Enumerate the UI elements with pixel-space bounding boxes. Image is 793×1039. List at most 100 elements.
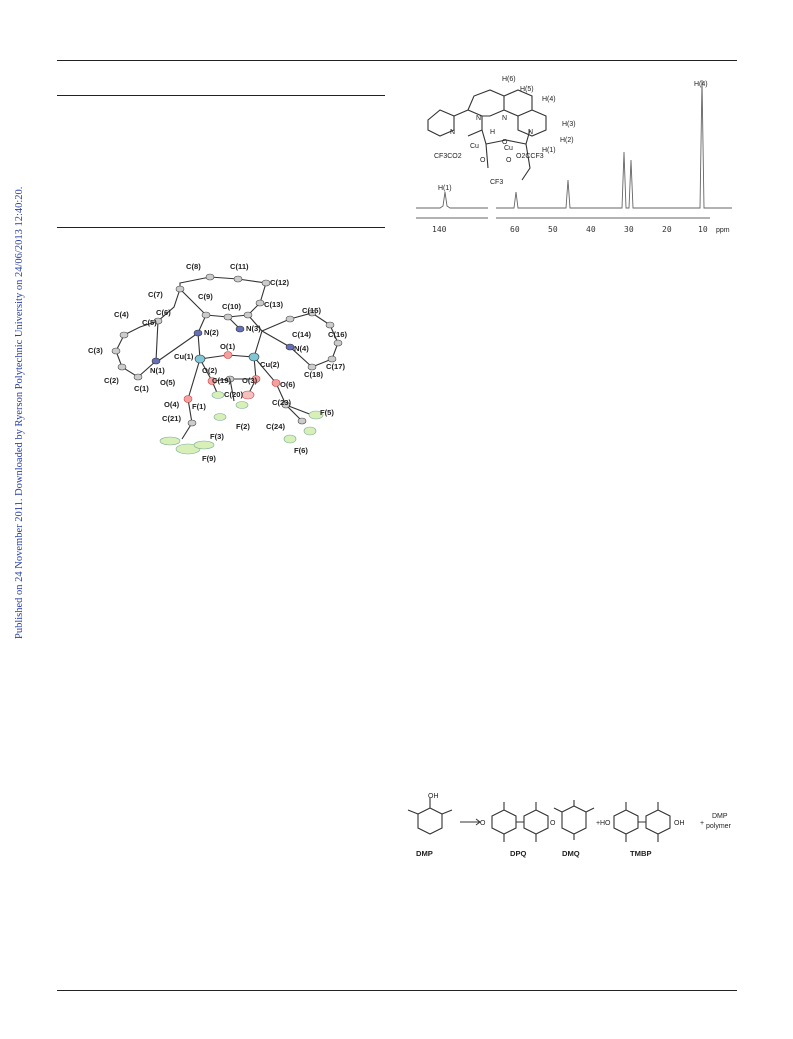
atom-label: F(2)	[236, 422, 250, 431]
structure-label: O	[502, 139, 508, 146]
structure-label: N	[450, 129, 455, 136]
axis-tick-label: 60	[510, 225, 520, 234]
atom-label: C(13)	[264, 300, 283, 309]
dmp-structure	[407, 798, 453, 835]
atom-label: C(16)	[328, 330, 347, 339]
atom-label: N(3)	[246, 324, 261, 333]
atom-label: O(6)	[280, 380, 296, 389]
spectrum-trace-left	[416, 191, 488, 209]
peak-label-h4: H(4)	[694, 81, 708, 88]
atom-label: N(2)	[204, 328, 219, 337]
structure-label: H	[490, 129, 495, 136]
crystal-atoms	[111, 273, 343, 455]
atom-label: C(2)	[104, 376, 119, 385]
structure-label: O	[506, 157, 512, 164]
structure-label: Cu	[470, 143, 479, 150]
atom-label: C(24)	[266, 422, 285, 431]
oxidation-scheme: OH O O + + + HO OH DMP polymer DMP DPQ D…	[407, 793, 732, 858]
atom-label: C(21)	[162, 414, 181, 423]
dpq-structure	[491, 802, 549, 842]
atom-label: O(3)	[242, 376, 258, 385]
nmr-structure	[427, 89, 547, 181]
reaction-arrow	[460, 818, 481, 826]
scheme-text: O	[550, 820, 556, 827]
nmr-figure: H(6) H(5) H(4) H(3) H(2) H(1) H N N N N …	[416, 76, 732, 234]
atom-label: N(1)	[150, 366, 165, 375]
left-column-rule-2	[57, 227, 385, 228]
structure-label: N	[528, 129, 533, 136]
atom-label: O(4)	[164, 400, 180, 409]
atom-label: C(11)	[230, 262, 249, 271]
nmr-structure-labels: H(6) H(5) H(4) H(3) H(2) H(1) H N N N N …	[434, 76, 576, 186]
compound-label-dmp: DMP	[416, 849, 433, 858]
scheme-text: DMP	[712, 813, 728, 820]
axis-unit-label: ppm	[716, 227, 730, 234]
top-rule	[57, 60, 737, 61]
scheme-text: OH	[674, 820, 685, 827]
atom-label: Cu(2)	[260, 360, 280, 369]
publication-notice-text: Published on 24 November 2011. Downloade…	[14, 186, 25, 639]
scheme-text: HO	[600, 820, 611, 827]
structure-label: H(3)	[562, 121, 576, 128]
compound-label-dmq: DMQ	[562, 849, 580, 858]
axis-tick-label: 30	[624, 225, 634, 234]
publication-notice: Published on 24 November 2011. Downloade…	[2, 6, 26, 1036]
atom-label: F(9)	[202, 454, 216, 463]
scheme-text: +	[700, 820, 704, 827]
atom-label: C(6)	[156, 308, 171, 317]
structure-label: H(6)	[502, 76, 516, 83]
atom-label: C(10)	[222, 302, 241, 311]
scheme-text: OH	[428, 793, 439, 800]
atom-label: F(5)	[320, 408, 334, 417]
crystal-structure-figure: C(8) C(11) C(7) C(9) C(12) C(6) C(10) C(…	[88, 262, 347, 463]
bottom-rule	[57, 990, 737, 991]
atom-label: C(17)	[326, 362, 345, 371]
atom-label: O(1)	[220, 342, 236, 351]
structure-label: H(4)	[542, 96, 556, 103]
atom-label: C(14)	[292, 330, 311, 339]
atom-label: C(23)	[272, 398, 291, 407]
atom-label: F(1)	[192, 402, 206, 411]
structure-label: N	[502, 115, 507, 122]
atom-label: C(9)	[198, 292, 213, 301]
structure-label: H(2)	[560, 137, 574, 144]
structure-label: H(5)	[520, 86, 534, 93]
peak-label-h1: H(1)	[438, 185, 452, 192]
structure-label: CF3CO2	[434, 153, 462, 160]
scheme-labels: OH O O + + + HO OH DMP polymer DMP DPQ D…	[416, 793, 732, 858]
atom-label: C(7)	[148, 290, 163, 299]
scheme-text: O	[480, 820, 486, 827]
structure-label: N	[476, 115, 481, 122]
tmbp-structure	[613, 802, 671, 842]
atom-label: C(5)	[142, 318, 157, 327]
scheme-text: polymer	[706, 823, 732, 830]
atom-label: O(2)	[202, 366, 218, 375]
structure-label: O	[480, 157, 486, 164]
atom-label: N(4)	[294, 344, 309, 353]
scheme-text: +	[596, 820, 600, 827]
atom-label: F(6)	[294, 446, 308, 455]
atom-label: C(3)	[88, 346, 103, 355]
atom-label: C(12)	[270, 278, 289, 287]
structure-label: Cu	[504, 145, 513, 152]
compound-label-tmbp: TMBP	[630, 849, 652, 858]
crystal-atom-labels: C(8) C(11) C(7) C(9) C(12) C(6) C(10) C(…	[88, 262, 347, 463]
dmq-structure	[553, 800, 595, 840]
axis-tick-label: 40	[586, 225, 596, 234]
atom-label: C(20)	[224, 390, 243, 399]
nmr-spectrum: H(1) H(4) 140 60 50 40 30 20 10 ppm	[416, 79, 732, 234]
atom-label: C(8)	[186, 262, 201, 271]
axis-tick-label: 140	[432, 225, 447, 234]
atom-label: O(5)	[160, 378, 176, 387]
structure-label: H(1)	[542, 147, 556, 154]
spectrum-trace-right	[496, 79, 732, 209]
atom-label: C(1)	[134, 384, 149, 393]
atom-label: Cu(1)	[174, 352, 194, 361]
atom-label: C(4)	[114, 310, 129, 319]
compound-label-dpq: DPQ	[510, 849, 527, 858]
atom-label: F(3)	[210, 432, 224, 441]
structure-label: CF3	[490, 179, 503, 186]
atom-label: C(18)	[304, 370, 323, 379]
axis-tick-label: 20	[662, 225, 672, 234]
structure-label: O2CCF3	[516, 153, 544, 160]
